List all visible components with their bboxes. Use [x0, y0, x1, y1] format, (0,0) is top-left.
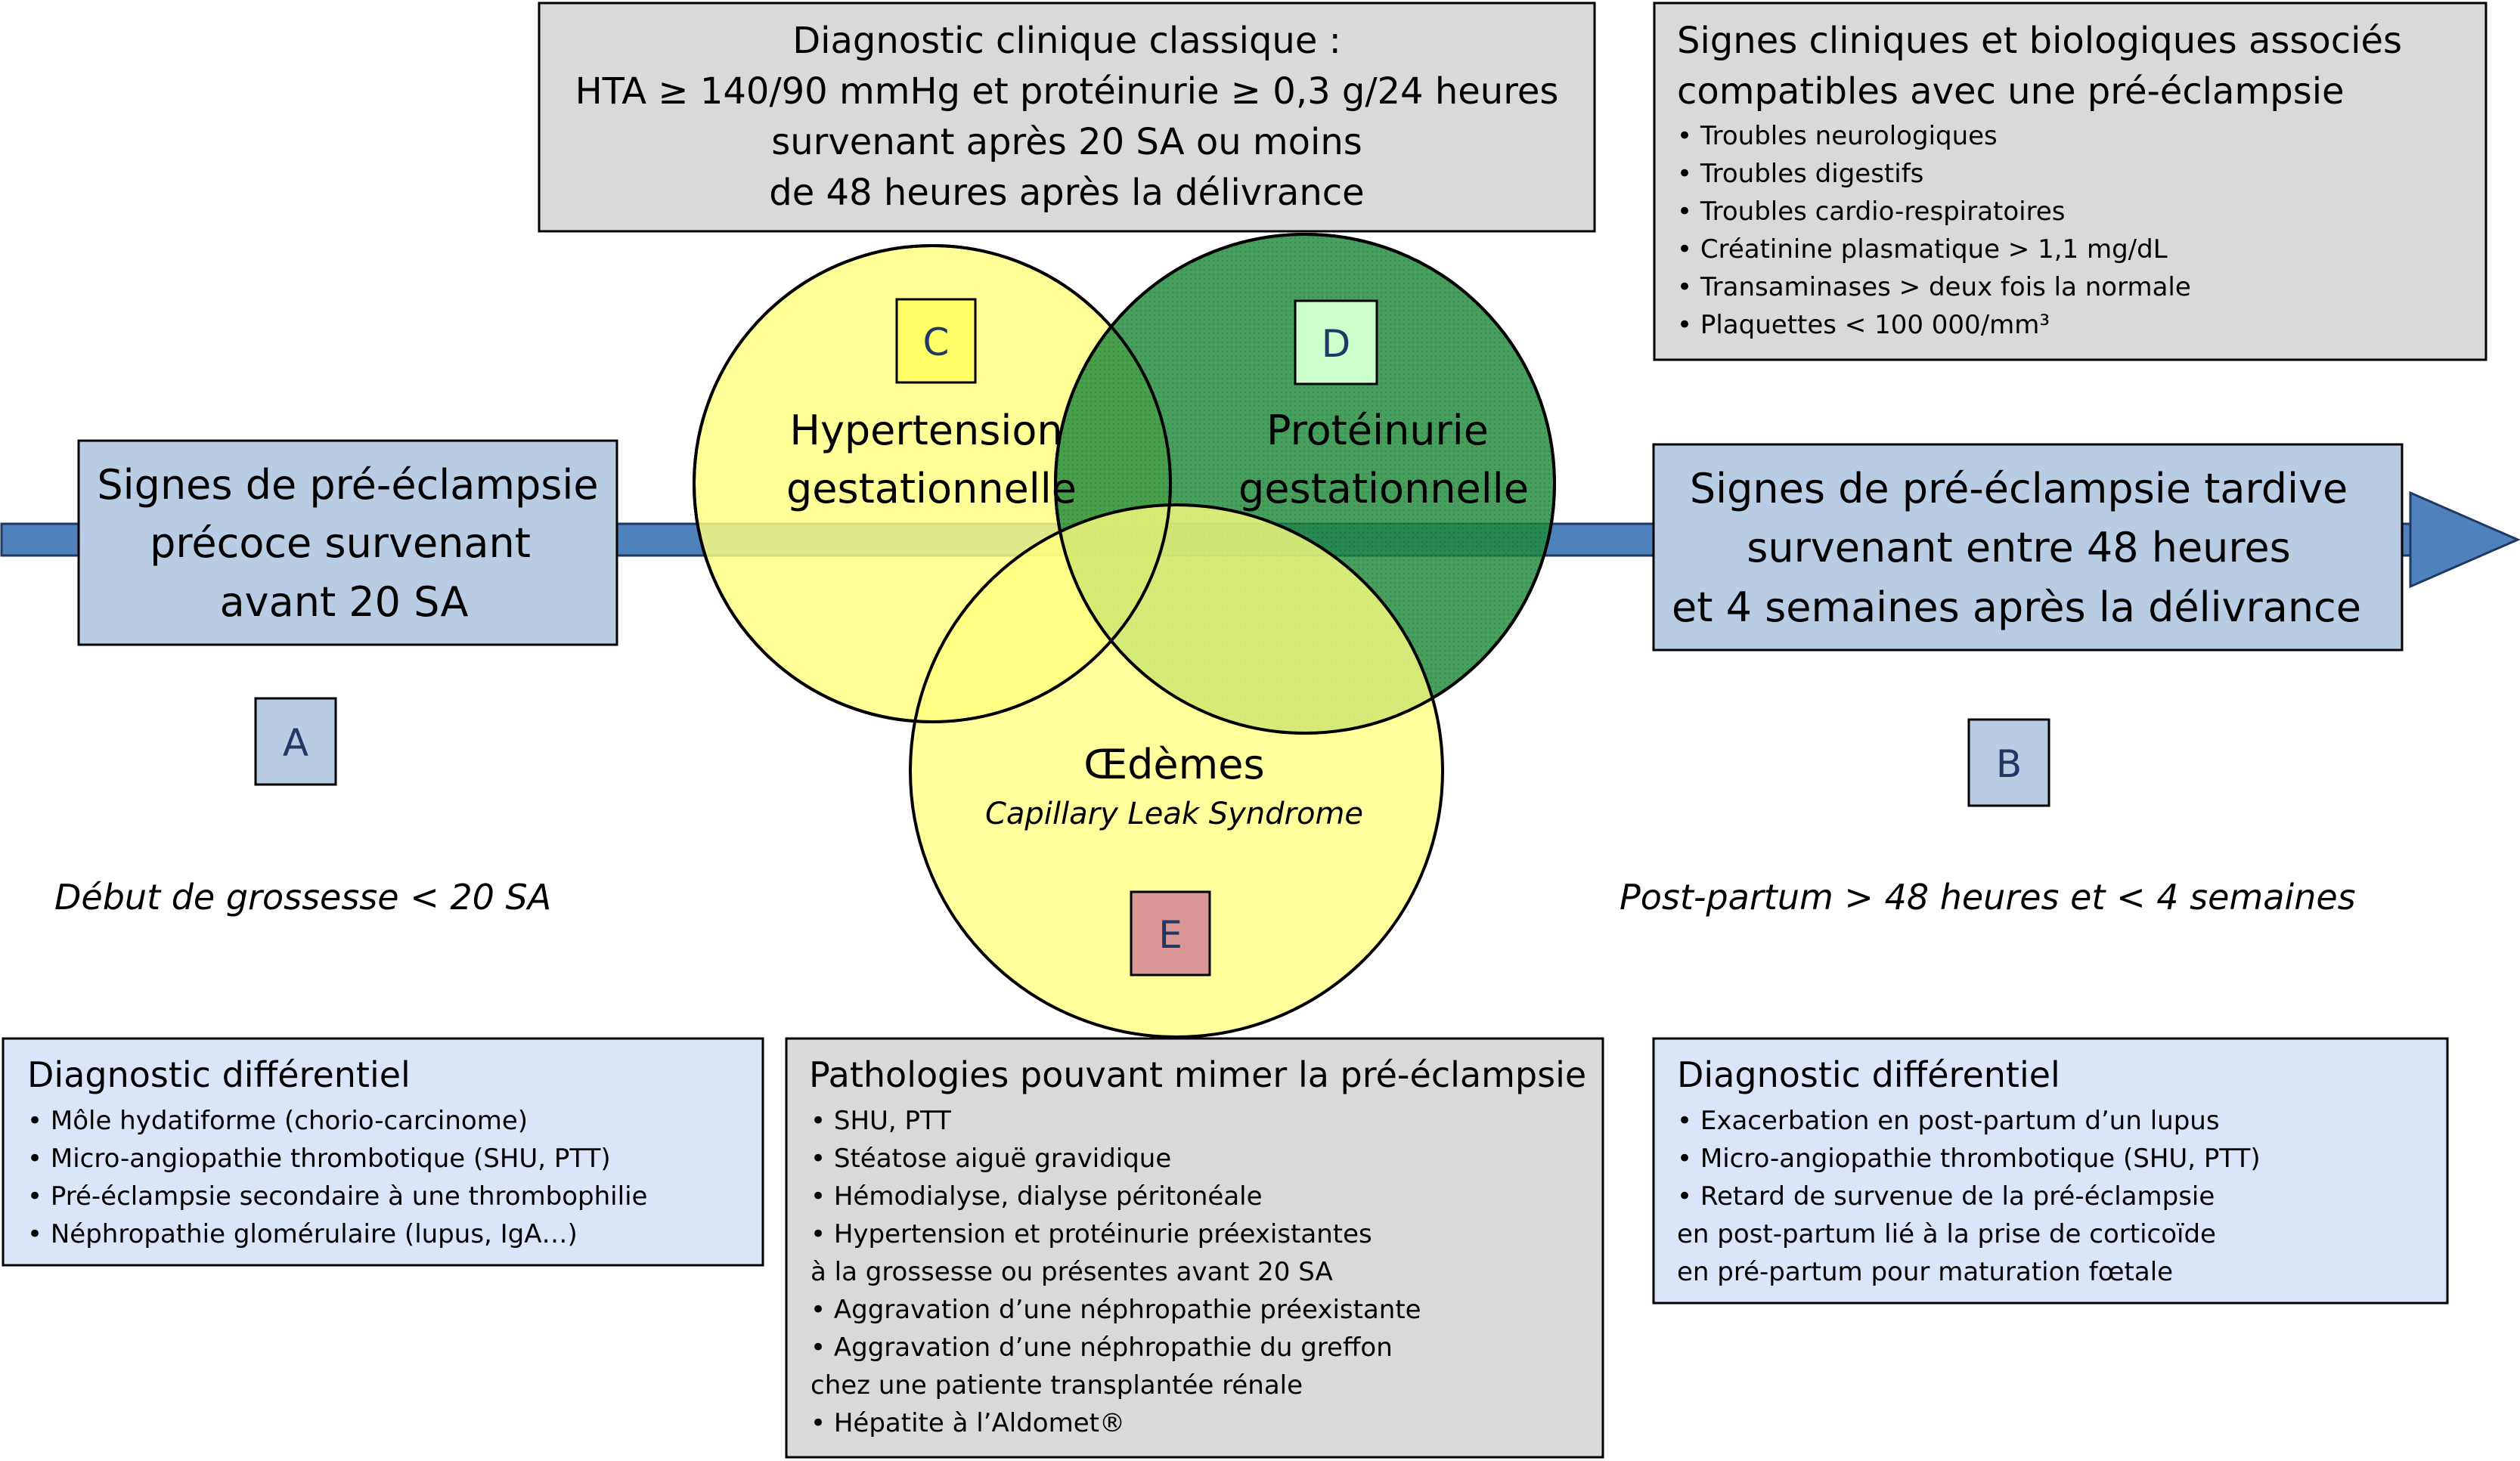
late-preeclampsia-line-3: et 4 semaines après la délivrance	[1672, 583, 2361, 631]
svg-text:A: A	[283, 721, 308, 765]
oedema-title: Œdèmes	[1083, 741, 1264, 788]
early-preeclampsia-line-3: avant 20 SA	[220, 578, 469, 626]
hypertension-circle-outline	[693, 244, 1172, 723]
label-D: D	[1294, 299, 1378, 385]
mimic-item: • Aggravation d’une néphropathie du gref…	[811, 1333, 1393, 1363]
associated-signs-item: • Troubles digestifs	[1677, 159, 1923, 189]
proteinuria-label-line-1: Protéinurie	[1266, 407, 1489, 454]
differential-diagnosis-right: Diagnostic différentiel • Exacerbation e…	[1652, 1037, 2449, 1305]
label-B: B	[1967, 718, 2050, 807]
diff-right-title: Diagnostic différentiel	[1677, 1054, 2060, 1095]
diff-left-item: • Néphropathie glomérulaire (lupus, IgA……	[27, 1219, 578, 1249]
diff-right-item: • Micro-angiopathie thrombotique (SHU, P…	[1677, 1144, 2261, 1174]
venn-diagram: Hypertension gestationnelle Protéinurie …	[693, 233, 1556, 1038]
mimic-item: chez une patiente transplantée rénale	[811, 1370, 1303, 1401]
hypertension-label-line-1: Hypertension	[789, 407, 1062, 454]
mimic-item: • Hypertension et protéinurie préexistan…	[811, 1219, 1372, 1249]
early-preeclampsia-box: Signes de pré-éclampsie précoce survenan…	[77, 439, 618, 646]
svg-text:B: B	[1996, 742, 2022, 786]
oedema-subtitle: Capillary Leak Syndrome	[985, 797, 1363, 831]
diff-right-item: • Exacerbation en post-partum d’un lupus	[1677, 1106, 2220, 1136]
label-E: E	[1130, 890, 1211, 977]
mimicking-pathologies-box: Pathologies pouvant mimer la pré-éclamps…	[785, 1037, 1604, 1459]
mimic-item: • Stéatose aiguë gravidique	[811, 1144, 1171, 1174]
associated-signs-title-2: compatibles avec une pré-éclampsie	[1677, 70, 2345, 113]
hypertension-label-line-2: gestationnelle	[786, 465, 1077, 512]
associated-signs-item: • Troubles neurologiques	[1677, 121, 1998, 151]
associated-signs-box: Signes cliniques et biologiques associés…	[1653, 2, 2487, 361]
timeline-arrowhead	[2409, 491, 2520, 589]
svg-text:C: C	[923, 320, 950, 364]
classic-diagnosis-line-4: de 48 heures après la délivrance	[769, 172, 1364, 214]
mimic-item: • Hémodialyse, dialyse péritonéale	[811, 1181, 1263, 1212]
proteinuria-label-line-2: gestationnelle	[1238, 465, 1529, 512]
mimic-title: Pathologies pouvant mimer la pré-éclamps…	[809, 1054, 1586, 1095]
label-A: A	[254, 697, 337, 786]
classic-diagnosis-line-3: survenant après 20 SA ou moins	[771, 121, 1362, 163]
classic-diagnosis-line-1: Diagnostic clinique classique :	[792, 20, 1341, 62]
associated-signs-title-1: Signes cliniques et biologiques associés	[1677, 20, 2402, 62]
early-caption: Début de grossesse < 20 SA	[54, 877, 551, 918]
label-C: C	[895, 298, 977, 384]
diff-left-item: • Pré-éclampsie secondaire à une thrombo…	[27, 1181, 647, 1212]
diff-right-item: • Retard de survenue de la pré-éclampsie	[1677, 1181, 2215, 1212]
classic-diagnosis-box: Diagnostic clinique classique : HTA ≥ 14…	[538, 2, 1596, 233]
diff-right-item: en pré-partum pour maturation fœtale	[1677, 1257, 2173, 1287]
classic-diagnosis-line-2: HTA ≥ 140/90 mmHg et protéinurie ≥ 0,3 g…	[575, 70, 1559, 113]
early-preeclampsia-line-1: Signes de pré-éclampsie	[97, 461, 598, 509]
diff-right-item: en post-partum lié à la prise de cortico…	[1677, 1219, 2216, 1249]
mimic-item: • Hépatite à l’Aldomet®	[811, 1408, 1125, 1438]
svg-text:E: E	[1158, 913, 1183, 957]
oedema-circle	[909, 503, 1444, 1038]
late-preeclampsia-line-1: Signes de pré-éclampsie tardive	[1690, 465, 2348, 512]
late-caption: Post-partum > 48 heures et < 4 semaines	[1620, 877, 2356, 918]
mimic-item: • Aggravation d’une néphropathie préexis…	[811, 1295, 1421, 1325]
svg-text:D: D	[1322, 322, 1351, 366]
diff-left-item: • Micro-angiopathie thrombotique (SHU, P…	[27, 1144, 611, 1174]
diff-left-item: • Môle hydatiforme (chorio-carcinome)	[27, 1106, 528, 1136]
mimic-item: à la grossesse ou présentes avant 20 SA	[811, 1257, 1333, 1287]
associated-signs-item: • Transaminases > deux fois la normale	[1677, 272, 2191, 302]
associated-signs-item: • Plaquettes < 100 000/mm³	[1677, 310, 2050, 340]
associated-signs-item: • Créatinine plasmatique > 1,1 mg/dL	[1677, 234, 2168, 265]
late-preeclampsia-line-2: survenant entre 48 heures	[1747, 524, 2291, 571]
associated-signs-item: • Troubles cardio-respiratoires	[1677, 197, 2065, 227]
proteinuria-circle-outline	[1054, 233, 1556, 735]
mimic-item: • SHU, PTT	[811, 1106, 951, 1136]
differential-diagnosis-left: Diagnostic différentiel • Môle hydatifor…	[2, 1037, 764, 1267]
diff-left-title: Diagnostic différentiel	[27, 1054, 411, 1095]
early-preeclampsia-line-2: précoce survenant	[150, 519, 531, 567]
late-preeclampsia-box: Signes de pré-éclampsie tardive survenan…	[1652, 443, 2404, 652]
